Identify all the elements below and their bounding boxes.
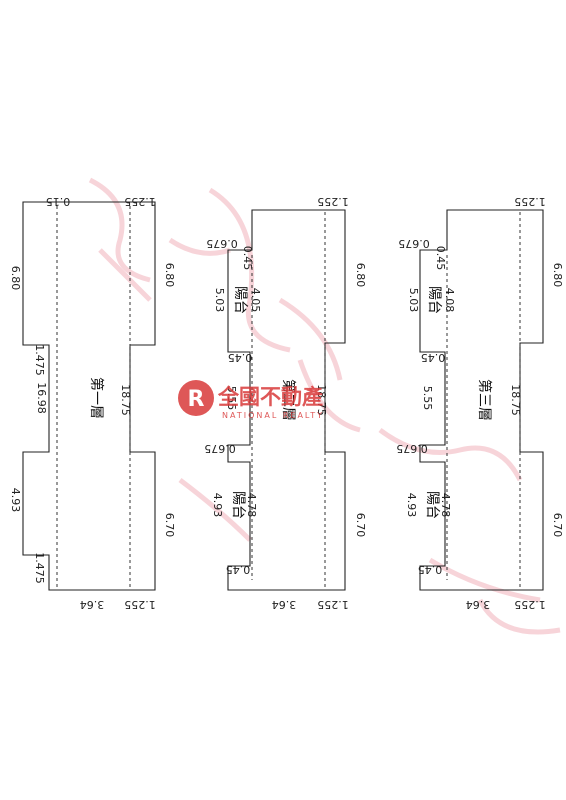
- f3-bottom-right-dim: 1.255: [514, 598, 546, 611]
- f3-right-lower-dim: 6.70: [551, 513, 564, 538]
- f3-right-upper-dim: 6.80: [551, 263, 564, 288]
- logo-tagline: NATIONAL REALTY: [222, 411, 324, 420]
- f3-top-left-dim: 0.675: [398, 237, 430, 250]
- f2-balcony-bottom-w: 4.78: [245, 493, 258, 518]
- floor-1-outline: [22, 201, 156, 591]
- f3-center-dim: 18.75: [509, 384, 522, 416]
- f2-left-mid-dim: 5.55: [225, 386, 238, 411]
- f1-title: 第一層: [88, 377, 105, 419]
- f1-bottom-right-dim: 1.255: [124, 598, 156, 611]
- f3-balcony-bottom-label: 陽台: [424, 491, 440, 519]
- f2-balcony-top-h: 5.03: [213, 288, 226, 313]
- f3-small-bottom-dim: 0.45: [418, 563, 443, 576]
- logo-name: 全國不動產: [217, 385, 323, 409]
- f2-small-bottom-dim: 0.45: [226, 563, 251, 576]
- f1-left-step-dim: 1.475: [33, 344, 46, 376]
- f1-left-mid-dim: 16.98: [35, 382, 48, 414]
- f1-bottom-left-dim: 3.64: [80, 598, 105, 611]
- f1-top-left-dim: 0.15: [46, 195, 71, 208]
- f1-center-dim: 18.75: [119, 384, 132, 416]
- f1-right-lower-dim: 6.70: [163, 513, 176, 538]
- f3-balcony-bottom-h: 4.93: [405, 493, 418, 518]
- f2-balcony-bottom-h: 4.93: [211, 493, 224, 518]
- f2-right-lower-dim: 6.70: [354, 513, 367, 538]
- f3-mid-step-dim: 0.675: [396, 442, 428, 455]
- f2-top-left-dim: 0.675: [206, 237, 238, 250]
- floor-2-outline: [227, 209, 346, 591]
- floor-3-plan: [419, 209, 544, 591]
- f2-top-right-dim: 1.255: [317, 195, 349, 208]
- f1-left-lower-dim: 4.93: [9, 488, 22, 513]
- f2-bottom-right-dim: 1.255: [317, 598, 349, 611]
- f2-mid-step-dim: 0.675: [204, 442, 236, 455]
- logo-icon: [178, 380, 214, 416]
- f2-small-mid-dim: 0.45: [228, 351, 253, 364]
- f3-bottom-left-dim: 3.64: [466, 598, 491, 611]
- f2-center-dim: 18.75: [315, 384, 328, 416]
- f3-balcony-top-w: 4.08: [443, 288, 456, 313]
- f1-right-upper-dim: 6.80: [163, 263, 176, 288]
- floor-2-plan: [227, 209, 346, 591]
- f2-balcony-top-label: 陽台: [232, 286, 248, 314]
- f2-balcony-bottom-label: 陽台: [230, 491, 246, 519]
- f3-balcony-top-h: 5.03: [407, 288, 420, 313]
- f1-left-upper-dim: 6.80: [9, 266, 22, 291]
- f2-bottom-left-dim: 3.64: [272, 598, 297, 611]
- f3-small-mid-dim: 0.45: [421, 351, 446, 364]
- f3-top-right-dim: 1.255: [514, 195, 546, 208]
- f2-right-upper-dim: 6.80: [354, 263, 367, 288]
- f1-top-right-dim: 1.255: [124, 195, 156, 208]
- f2-title: 第二層: [280, 379, 297, 421]
- f3-balcony-bottom-w: 4.78: [439, 493, 452, 518]
- f3-left-mid-dim: 5.55: [421, 386, 434, 411]
- f3-title: 第三層: [476, 379, 493, 421]
- f3-balcony-top-label: 陽台: [426, 286, 442, 314]
- f2-balcony-top-w: 4.05: [249, 288, 262, 313]
- floor-3-outline: [419, 209, 544, 591]
- f1-left-step-lower-dim: 1.475: [33, 552, 46, 584]
- f3-small-top-dim: 0.45: [434, 246, 447, 271]
- floor-1-plan: [22, 201, 156, 591]
- realty-logo: R 全國不動產 NATIONAL REALTY: [178, 380, 324, 420]
- f2-small-top-dim: 0.45: [241, 246, 254, 271]
- svg-text:R: R: [188, 387, 205, 412]
